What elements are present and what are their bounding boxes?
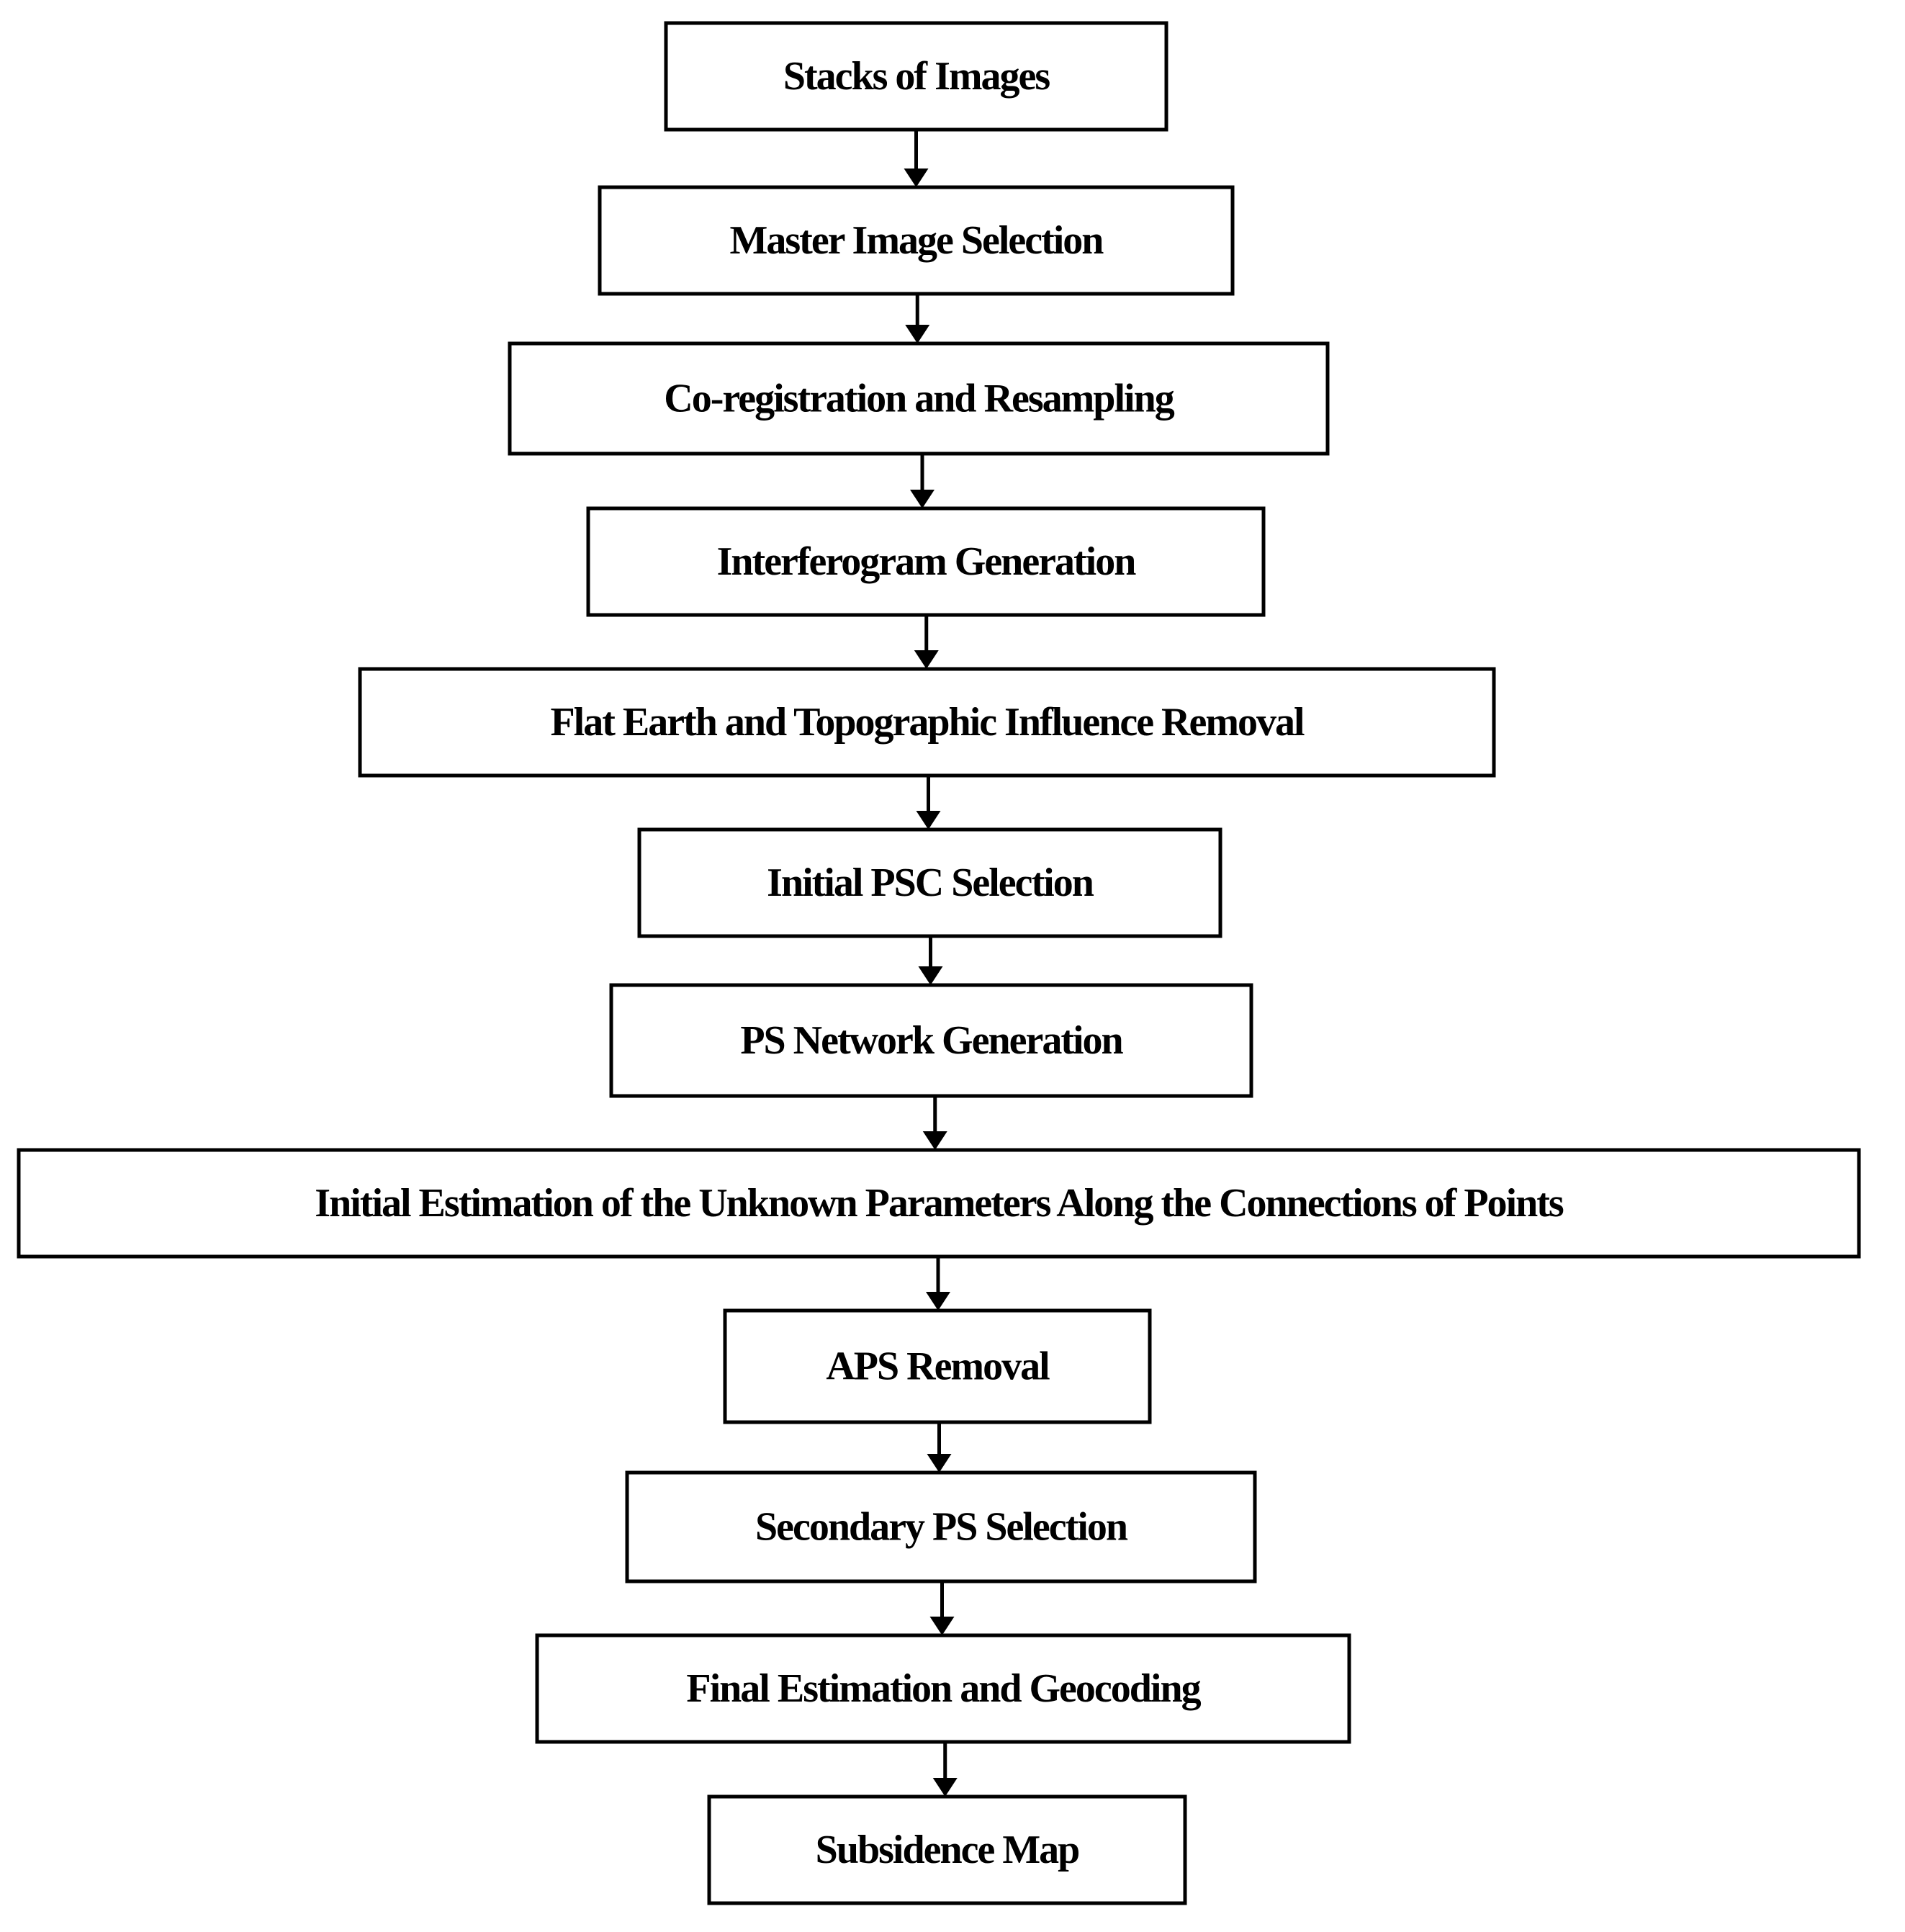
flowchart-arrow xyxy=(910,454,935,508)
flowchart-step-rect xyxy=(358,667,1496,778)
flowchart-step-rect xyxy=(598,185,1235,296)
flowchart-arrow xyxy=(904,130,929,187)
flowchart-step-rect xyxy=(17,1148,1861,1259)
flowchart-step-box: Master Image Selection xyxy=(598,185,1235,296)
flowchart-step-box: Interferogram Generation xyxy=(586,506,1266,617)
flowchart-step-box: Secondary PS Selection xyxy=(625,1470,1257,1583)
flowchart-step-rect xyxy=(637,827,1222,938)
flowchart-step-box: Subsidence Map xyxy=(707,1794,1187,1905)
flowchart-arrow xyxy=(932,1742,958,1797)
flowchart-step-label: Initial PSC Selection xyxy=(767,861,1094,905)
flowchart-arrow xyxy=(927,1422,952,1473)
flowchart-arrow xyxy=(929,1581,955,1635)
flowchart-step-rect xyxy=(609,983,1253,1098)
flowchart-step-label: Final Estimation and Geocoding xyxy=(686,1666,1201,1711)
flowchart-step-rect xyxy=(625,1470,1257,1583)
flowchart-step-box: Flat Earth and Topographic Influence Rem… xyxy=(358,667,1496,778)
flowchart-step-label: Secondary PS Selection xyxy=(755,1505,1128,1550)
flowchart-arrow xyxy=(916,776,941,830)
flowchart-step-rect xyxy=(664,21,1168,132)
flowchart-step-label: Subsidence Map xyxy=(816,1828,1079,1872)
flowchart-step-box: PS Network Generation xyxy=(609,983,1253,1098)
flowchart-step-rect xyxy=(535,1633,1351,1744)
flowchart-step-label: APS Removal xyxy=(826,1344,1050,1389)
flowchart-arrow xyxy=(914,615,939,669)
flowchart-step-box: Final Estimation and Geocoding xyxy=(535,1633,1351,1744)
flowchart-arrow xyxy=(926,1257,950,1311)
flowchart-step-box: Initial Estimation of the Unknown Parame… xyxy=(17,1148,1861,1259)
flowchart-step-label: Master Image Selection xyxy=(730,218,1104,263)
flowchart-step-label: Flat Earth and Topographic Influence Rem… xyxy=(550,700,1305,745)
flowchart-step-rect xyxy=(707,1794,1187,1905)
flowchart-arrows xyxy=(904,130,958,1797)
flowchart-step-rect xyxy=(508,341,1330,456)
flowchart-step-box: APS Removal xyxy=(723,1308,1152,1424)
flowchart-step-label: Initial Estimation of the Unknown Parame… xyxy=(315,1181,1564,1226)
flowchart-step-label: Co-registration and Resampling xyxy=(664,377,1174,421)
flowchart-step-label: Stacks of Images xyxy=(783,54,1050,99)
flowchart-step-box: Initial PSC Selection xyxy=(637,827,1222,938)
flowchart-step-rect xyxy=(586,506,1266,617)
flowchart-step-rect xyxy=(723,1308,1152,1424)
flowchart-arrow xyxy=(918,936,943,985)
flowchart-step-box: Stacks of Images xyxy=(664,21,1168,132)
flowchart-arrow xyxy=(905,294,930,343)
flowchart-step-box: Co-registration and Resampling xyxy=(508,341,1330,456)
flowchart-step-label: PS Network Generation xyxy=(740,1018,1123,1063)
flowchart-step-label: Interferogram Generation xyxy=(717,539,1137,584)
flowchart-arrow xyxy=(922,1096,947,1150)
